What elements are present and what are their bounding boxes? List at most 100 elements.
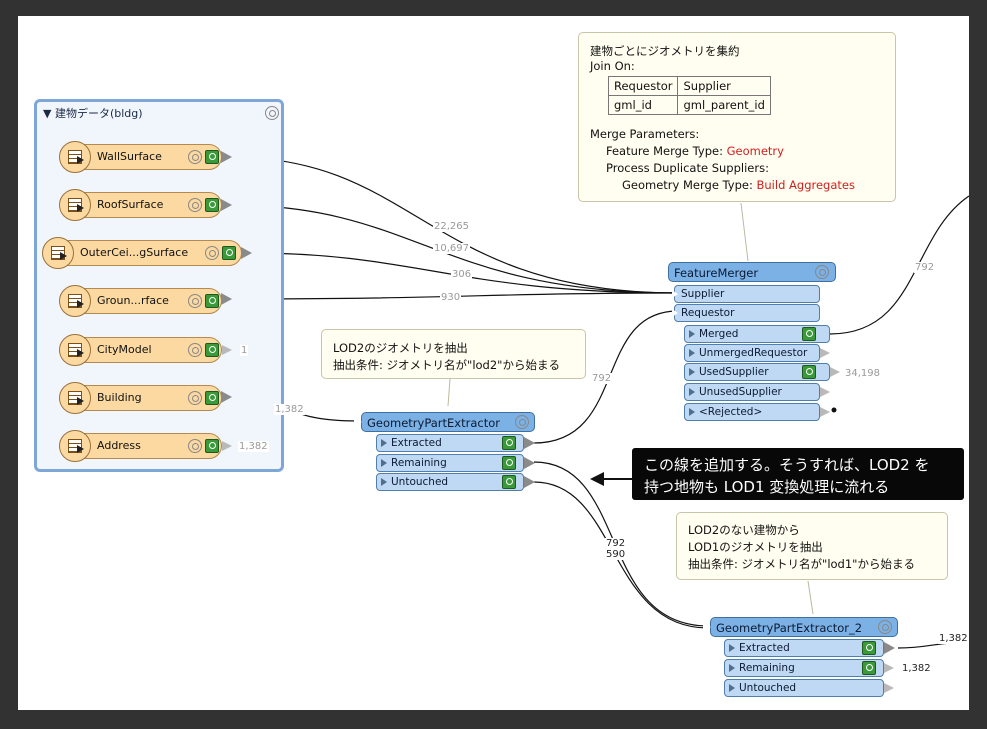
output-port-icon[interactable] <box>830 367 840 377</box>
reader-icon <box>59 285 91 317</box>
inspect-icon[interactable] <box>502 456 516 470</box>
note-param-value: Geometry <box>726 144 784 158</box>
merged-count: 792 <box>914 262 936 273</box>
untouched-count: 590 <box>605 549 627 560</box>
output-port-extracted[interactable]: Extracted <box>376 434 524 452</box>
output-port-icon[interactable] <box>524 476 535 488</box>
note-text: Merge Parameters: <box>590 127 700 141</box>
remaining-count: 792 <box>605 538 627 549</box>
note-text: LOD2のジオメトリを抽出 <box>333 341 468 355</box>
join-table-cell: Requestor <box>607 76 679 96</box>
gear-icon[interactable] <box>188 391 202 405</box>
gear-icon[interactable] <box>188 439 202 453</box>
inspect-icon[interactable] <box>802 365 816 379</box>
gpe1-note[interactable]: LOD2のジオメトリを抽出 抽出条件: ジオメトリ名が"lod2"から始まる <box>321 329 586 379</box>
reader-icon <box>59 334 91 366</box>
port-arrow-icon <box>689 330 695 338</box>
inspect-icon[interactable] <box>205 391 219 405</box>
output-port-icon[interactable] <box>884 642 895 654</box>
inspect-icon[interactable] <box>802 327 816 341</box>
gpe2-header[interactable]: GeometryPartExtractor_2 <box>703 617 898 637</box>
input-port-supplier[interactable]: Supplier <box>672 285 820 303</box>
reader-icon <box>42 237 74 269</box>
inspect-icon[interactable] <box>205 439 219 453</box>
reader-building[interactable]: Building <box>59 382 222 414</box>
output-port-rejected[interactable]: <Rejected> <box>684 403 820 421</box>
gpe1-header[interactable]: GeometryPartExtractor <box>354 412 535 432</box>
output-port-icon[interactable] <box>221 199 232 211</box>
output-port-icon[interactable] <box>884 683 894 693</box>
note-text: LOD1のジオメトリを抽出 <box>688 540 823 554</box>
gear-icon[interactable] <box>815 265 829 279</box>
gear-icon[interactable] <box>205 246 219 260</box>
output-port-icon[interactable] <box>221 391 232 403</box>
featuremerger-header[interactable]: FeatureMerger <box>668 262 836 282</box>
port-label: Untouched <box>739 682 797 694</box>
gear-icon[interactable] <box>188 343 202 357</box>
transformer-title: GeometryPartExtractor_2 <box>716 621 863 635</box>
output-port-unmergedrequestor[interactable]: UnmergedRequestor <box>684 344 820 362</box>
output-port-icon[interactable] <box>221 151 232 163</box>
reader-citymodel[interactable]: CityModel <box>59 334 222 366</box>
address-count: 1,382 <box>238 441 269 452</box>
output-port-usedsupplier[interactable]: UsedSupplier <box>684 363 830 381</box>
input-port-requestor[interactable]: Requestor <box>672 304 820 322</box>
port-label: UsedSupplier <box>699 366 769 378</box>
reader-roofsurface[interactable]: RoofSurface <box>59 189 222 221</box>
inspect-icon[interactable] <box>502 475 516 489</box>
output-port-icon[interactable] <box>884 663 894 673</box>
output-port-icon[interactable] <box>241 247 252 259</box>
output-port-unusedsupplier[interactable]: UnusedSupplier <box>684 383 820 401</box>
gear-icon[interactable] <box>188 198 202 212</box>
reader-outerceilingsurface[interactable]: OuterCei...gSurface <box>42 237 242 269</box>
output-port-extracted[interactable]: Extracted <box>724 639 884 657</box>
output-port-remaining[interactable]: Remaining <box>376 454 524 472</box>
output-port-icon[interactable] <box>524 457 535 469</box>
gpe2-extracted-count: 1,382 <box>938 633 969 644</box>
port-arrow-icon <box>381 439 387 447</box>
reader-groundsurface[interactable]: Groun...rface <box>59 285 222 317</box>
inspect-icon[interactable] <box>502 436 516 450</box>
output-port-remaining[interactable]: Remaining <box>724 659 884 677</box>
output-port-untouched[interactable]: Untouched <box>376 473 524 491</box>
workspace-canvas[interactable]: ▼ 建物データ(bldg) WallSurface RoofSurface Ou… <box>18 16 969 710</box>
output-port-icon[interactable] <box>222 441 232 451</box>
inspect-icon[interactable] <box>862 661 876 675</box>
note-text: 建物ごとにジオメトリを集約 <box>590 44 740 58</box>
output-port-merged[interactable]: Merged <box>684 325 830 343</box>
output-port-icon[interactable] <box>820 407 830 417</box>
reader-address[interactable]: Address <box>59 430 222 462</box>
reader-label: Address <box>97 439 141 452</box>
port-label: Supplier <box>681 288 725 300</box>
inspect-icon[interactable] <box>205 150 219 164</box>
gear-icon[interactable] <box>878 620 892 634</box>
output-port-icon[interactable] <box>820 348 830 358</box>
output-port-untouched[interactable]: Untouched <box>724 679 884 697</box>
output-port-icon[interactable] <box>222 345 232 355</box>
inspect-icon[interactable] <box>862 641 876 655</box>
output-port-icon[interactable] <box>820 387 830 397</box>
output-port-icon[interactable] <box>221 293 232 305</box>
inspect-icon[interactable] <box>205 343 219 357</box>
reader-icon <box>59 189 91 221</box>
inspect-icon[interactable] <box>222 246 236 260</box>
gear-icon[interactable] <box>188 294 202 308</box>
gpe2-note[interactable]: LOD2のない建物から LOD1のジオメトリを抽出 抽出条件: ジオメトリ名が"… <box>676 512 948 580</box>
port-arrow-icon <box>729 644 735 652</box>
reader-wallsurface[interactable]: WallSurface <box>59 141 222 173</box>
wallsurface-count: 22,265 <box>433 221 470 232</box>
note-text: Process Duplicate Suppliers: <box>606 161 769 175</box>
gear-icon[interactable] <box>515 415 529 429</box>
output-port-icon[interactable] <box>524 437 535 449</box>
feature-merger-note[interactable]: 建物ごとにジオメトリを集約 Join On: Requestor Supplie… <box>578 32 896 202</box>
gear-icon[interactable] <box>188 150 202 164</box>
inspect-icon[interactable] <box>205 294 219 308</box>
wire-outerceiling-supplier <box>249 252 679 294</box>
port-arrow-icon <box>689 349 695 357</box>
port-label: Extracted <box>391 437 442 449</box>
note-text: LOD2のない建物から <box>688 523 800 537</box>
inspect-icon[interactable] <box>205 198 219 212</box>
citymodel-count: 1 <box>240 345 249 356</box>
note-param-label: Geometry Merge Type: <box>622 178 757 192</box>
gear-icon[interactable] <box>265 106 279 120</box>
